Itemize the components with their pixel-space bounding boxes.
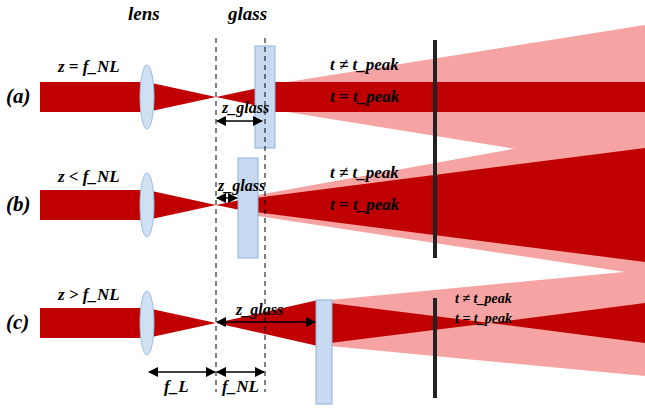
time-label: t ≠ t_peak	[455, 292, 512, 306]
lenses	[140, 65, 154, 355]
dimension-arrows	[149, 121, 315, 372]
row-b-beams	[40, 125, 645, 275]
part-name: lens	[128, 4, 160, 23]
row-letter: (b)	[6, 194, 31, 215]
time-label: t = t_peak	[330, 88, 399, 105]
distance-label: z_glass	[218, 178, 265, 194]
part-name: glass	[228, 4, 267, 23]
row-letter: (c)	[6, 312, 29, 333]
row-c-beams	[40, 270, 645, 404]
dimension-label: f_NL	[222, 378, 259, 395]
time-label: t = t_peak	[330, 196, 399, 213]
row-letter: (a)	[6, 86, 31, 107]
condition-label: z = f_NL	[58, 58, 120, 75]
time-label: t = t_peak	[455, 312, 512, 326]
focal-lines	[216, 38, 265, 392]
dimension-label: f_L	[164, 378, 189, 395]
screens	[433, 40, 437, 398]
time-label: t ≠ t_peak	[330, 56, 399, 73]
condition-label: z < f_NL	[58, 168, 120, 185]
time-label: t ≠ t_peak	[330, 164, 399, 181]
condition-label: z > f_NL	[58, 286, 120, 303]
distance-label: z_glass	[236, 302, 283, 318]
distance-label: z_glass	[222, 100, 269, 116]
